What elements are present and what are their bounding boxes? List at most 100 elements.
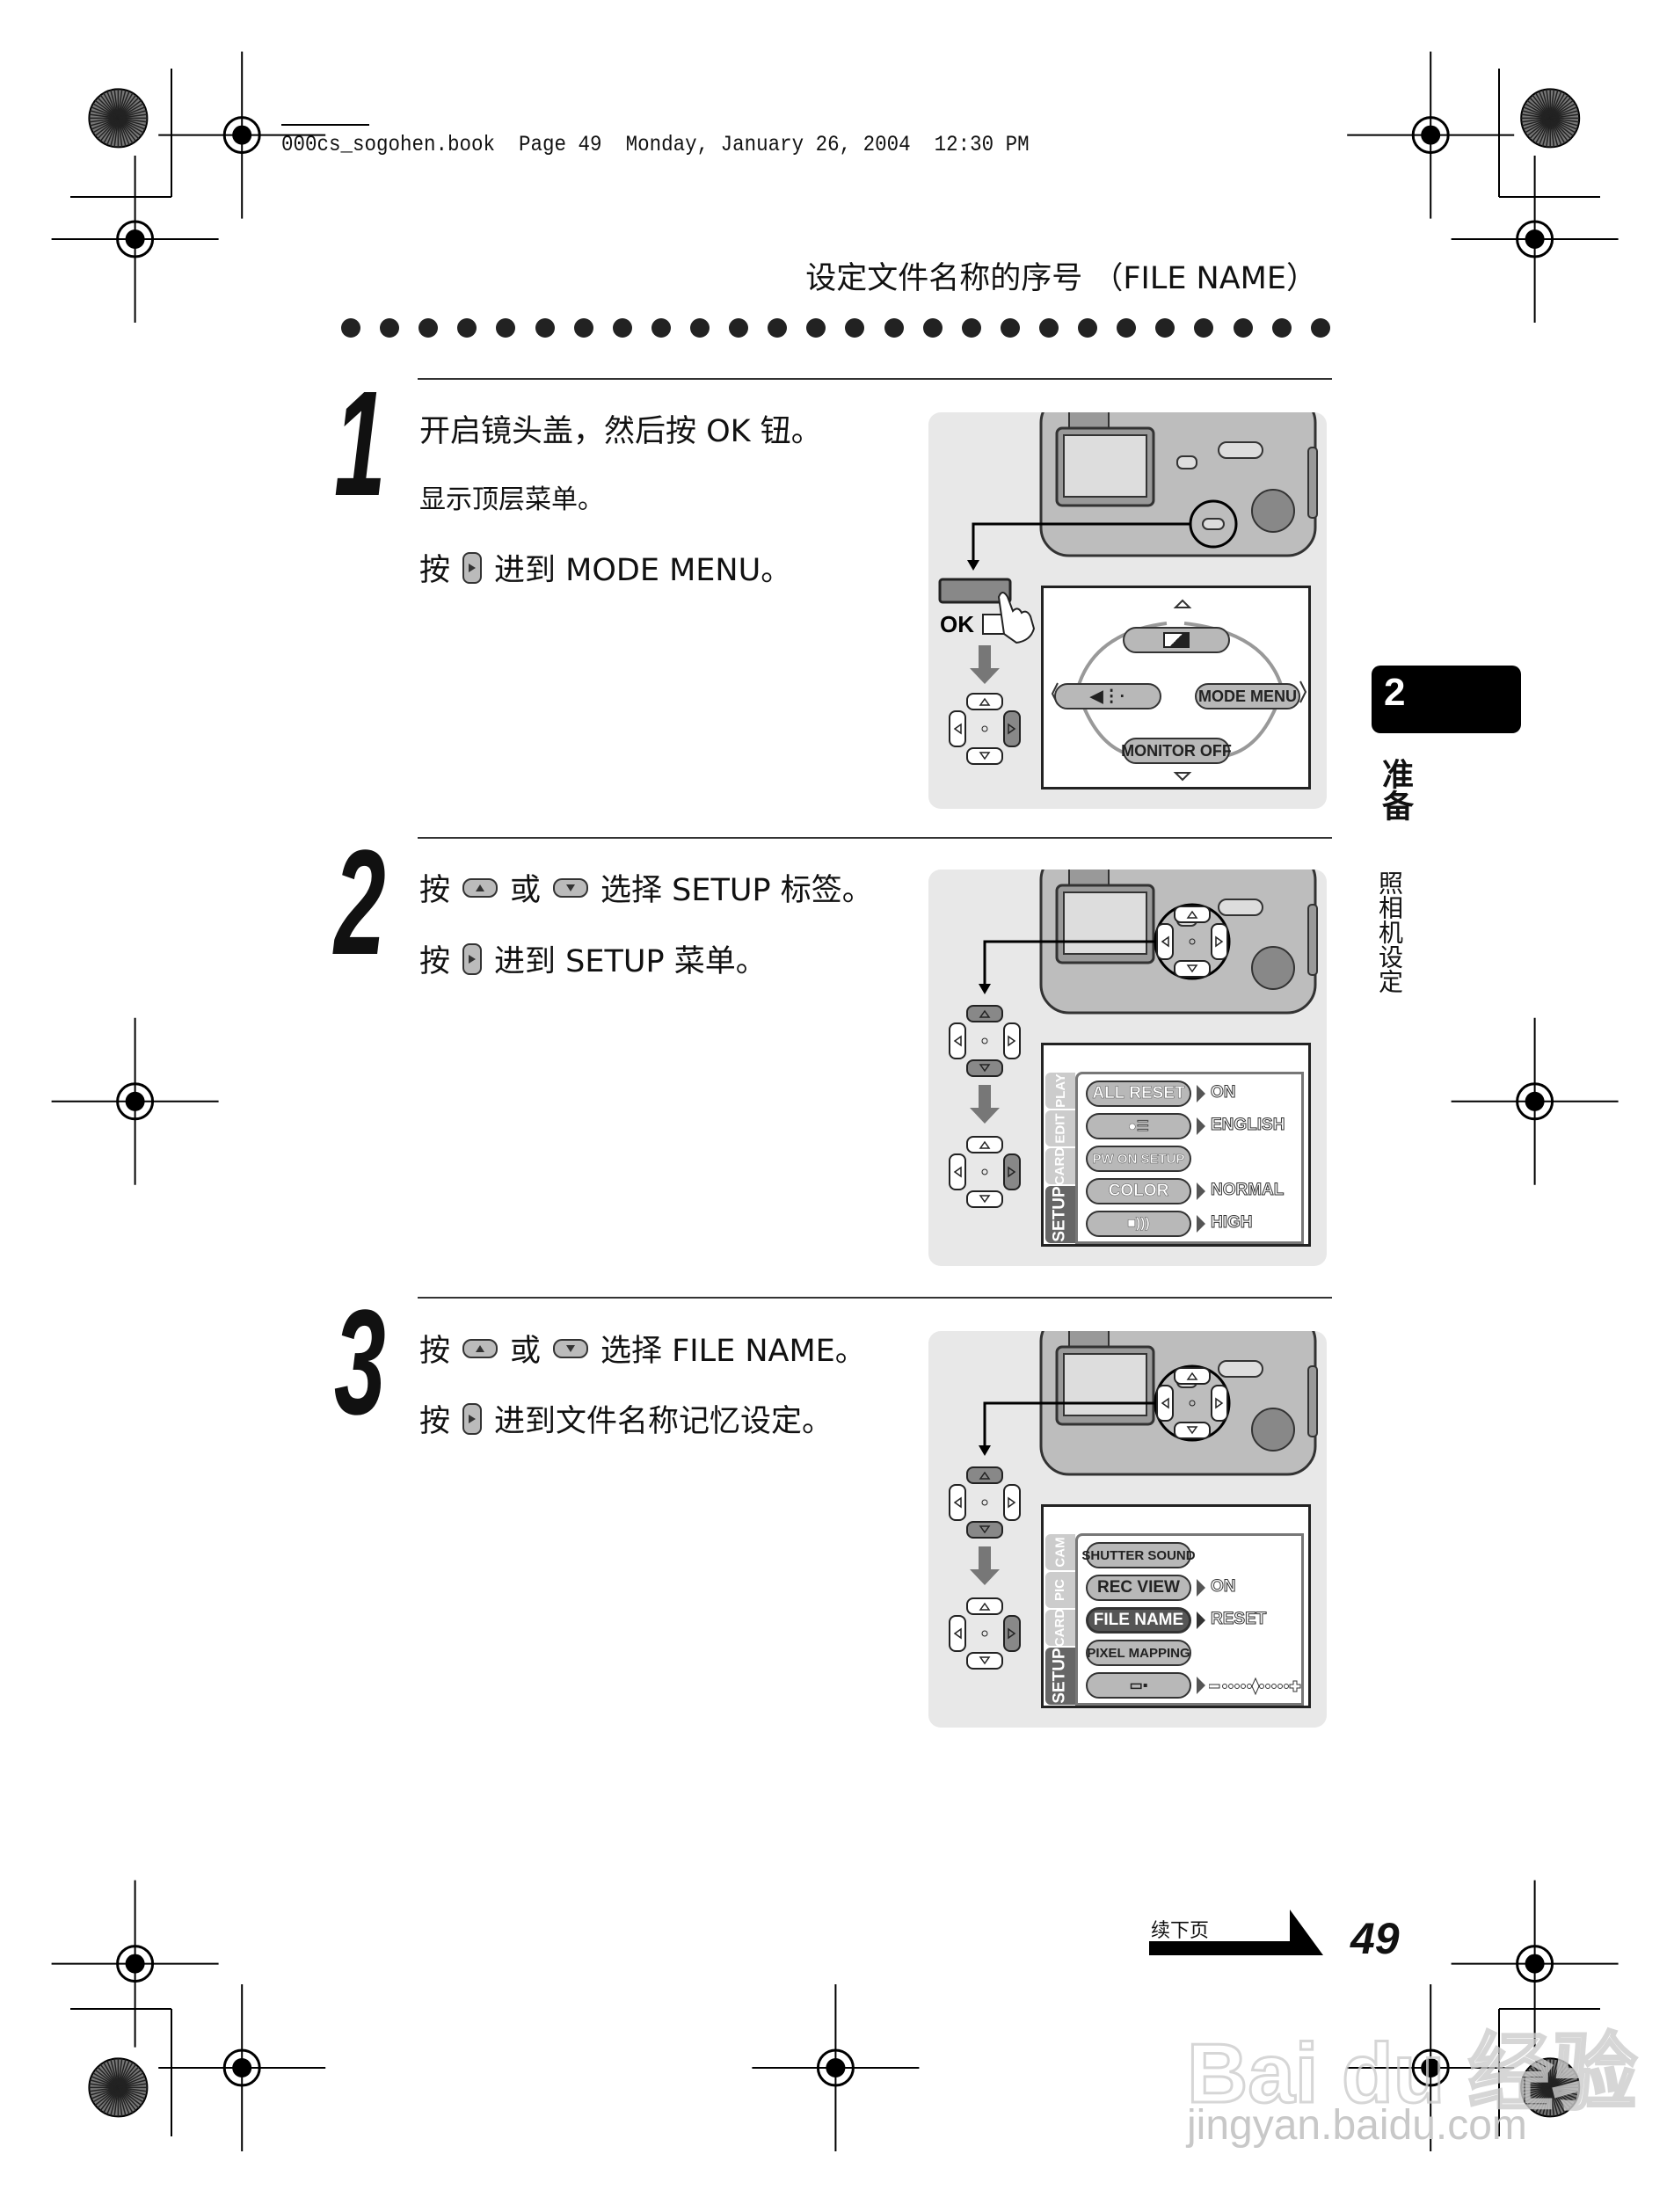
divider-dot [651, 318, 671, 338]
monitor-brightness-icon: ▭▪ [1129, 1678, 1148, 1693]
instruction-text: 按 [419, 944, 451, 979]
file-info-header: 000cs_sogohen.book Page 49 Monday, Janua… [281, 132, 1030, 157]
menu-item-label: FILE NAME [1093, 1611, 1184, 1629]
up-button-icon [462, 1338, 499, 1358]
brightness-slider[interactable] [1209, 1676, 1306, 1697]
exposure-compensation-icon [1163, 632, 1190, 648]
menu-item-label: PIXEL MAPPING [1087, 1645, 1190, 1661]
divider-dot [1000, 318, 1020, 338]
instruction-text: 或 [510, 1334, 542, 1369]
instruction-text: 进到 SETUP 菜单。 [494, 944, 767, 979]
step-1-number: 1 [334, 360, 386, 528]
divider-dot [1117, 318, 1137, 338]
step-3-line-2: 按进到文件名称记忆设定。 [419, 1396, 833, 1441]
pointing-hand-icon [997, 592, 1036, 644]
crosshair-mark [1347, 51, 1515, 219]
menu-item-label: PW ON SETUP [1092, 1151, 1185, 1167]
tab-pic[interactable]: PIC [1045, 1571, 1075, 1608]
speaker-grille [1251, 489, 1295, 533]
left-key [949, 710, 966, 747]
sunburst-mark [1520, 88, 1581, 149]
crosshair-mark [51, 1880, 219, 2048]
divider-dot [496, 318, 516, 338]
arrow-pad-icon [949, 1136, 1021, 1208]
up-key [1174, 906, 1211, 923]
menu-item[interactable]: ■))) [1086, 1211, 1191, 1237]
baidu-watermark-url: jingyan.baidu.com [1187, 2102, 1527, 2149]
page-title: 设定文件名称的序号 （FILE NAME） [805, 261, 1317, 296]
arrow-pad-icon [949, 693, 1021, 765]
menu-item[interactable]: ALL RESET [1086, 1081, 1191, 1107]
up-key [966, 693, 1003, 710]
instruction-text: 进到 MODE MENU。 [494, 553, 792, 588]
step-3-rule [418, 1297, 1332, 1299]
value-arrow-icon [1197, 1182, 1205, 1200]
camera-illustration [949, 870, 1318, 1208]
tab-edit[interactable]: EDIT [1045, 1110, 1075, 1146]
down-key [966, 1652, 1003, 1670]
menu-item[interactable]: REC VIEW [1086, 1575, 1191, 1601]
right-key [1003, 1484, 1021, 1521]
ok-label: OK [940, 611, 974, 637]
divider-dot [1078, 318, 1098, 338]
tab-setup[interactable]: SETUP [1045, 1647, 1075, 1705]
value-arrow-icon [1197, 1085, 1205, 1102]
menu-item-value: ENGLISH [1210, 1116, 1285, 1135]
tab-setup[interactable]: SETUP [1045, 1185, 1075, 1243]
sunburst-mark [88, 2057, 149, 2118]
mode-menu-option: MODE MENU [1195, 683, 1300, 709]
right-arrow-icon [1299, 680, 1307, 703]
sunburst-mark [88, 88, 149, 149]
instruction-text: 按 [419, 873, 451, 908]
divider-dot [1194, 318, 1214, 338]
up-key [1174, 1367, 1211, 1385]
divider-dot [845, 318, 865, 338]
tab-cam[interactable]: CAM [1045, 1533, 1075, 1570]
menu-item-value: ON [1211, 1083, 1236, 1102]
down-key [966, 1190, 1003, 1208]
crosshair-mark [1451, 1880, 1619, 2048]
menu-item[interactable]: ●☰ [1086, 1113, 1191, 1139]
tab-card[interactable]: CARD [1045, 1147, 1075, 1185]
divider-dot [573, 318, 593, 338]
continue-arrow-icon [1149, 1910, 1323, 1955]
menu-item[interactable]: SHUTTER SOUND [1081, 1542, 1196, 1568]
instruction-text: 选择 FILE NAME。 [600, 1334, 866, 1369]
menu-item[interactable]: COLOR [1086, 1178, 1191, 1204]
down-arrow-icon [970, 1085, 1000, 1124]
divider-dot [1310, 318, 1330, 338]
down-key [966, 1521, 1003, 1539]
divider-dot [768, 318, 788, 338]
menu-item[interactable]: PIXEL MAPPING [1086, 1640, 1191, 1666]
menu-item-value: HIGH [1211, 1213, 1253, 1233]
slider-thumb [1251, 1677, 1260, 1696]
instruction-text: 按 [419, 1404, 451, 1439]
divider-dot [1155, 318, 1175, 338]
tab-play[interactable]: PLAY [1045, 1072, 1075, 1109]
menu-item-label: ALL RESET [1092, 1084, 1185, 1103]
step-2-line-2: 按 进到 SETUP 菜单。 [419, 936, 767, 981]
arrow-pad-icon [949, 1005, 1021, 1077]
down-arrow-icon [970, 645, 1000, 684]
menu-item[interactable]: FILE NAME [1086, 1607, 1191, 1634]
divider-dot [1233, 318, 1253, 338]
right-button-icon [462, 551, 483, 584]
drive-mode-option: ◀⋮· [1054, 683, 1161, 709]
chapter-tab: 2 [1372, 666, 1521, 733]
arrow-pad-icon [949, 1466, 1021, 1539]
camera-illustration: OK [938, 412, 1318, 765]
step-2-line-1: 按或选择 SETUP 标签。 [419, 865, 873, 910]
sunburst-mark [1520, 2057, 1581, 2118]
down-arrow-icon [1173, 772, 1192, 782]
menu-item-label: COLOR [1108, 1182, 1169, 1201]
tab-card[interactable]: CARD [1045, 1609, 1075, 1647]
right-key [1003, 1615, 1021, 1652]
menu-item[interactable]: ▭▪ [1086, 1672, 1191, 1699]
up-key [966, 1597, 1003, 1615]
right-key [1211, 923, 1228, 960]
baidu-watermark: Bai du 经验 [1185, 2026, 1638, 2122]
menu-item[interactable]: PW ON SETUP [1086, 1146, 1191, 1172]
